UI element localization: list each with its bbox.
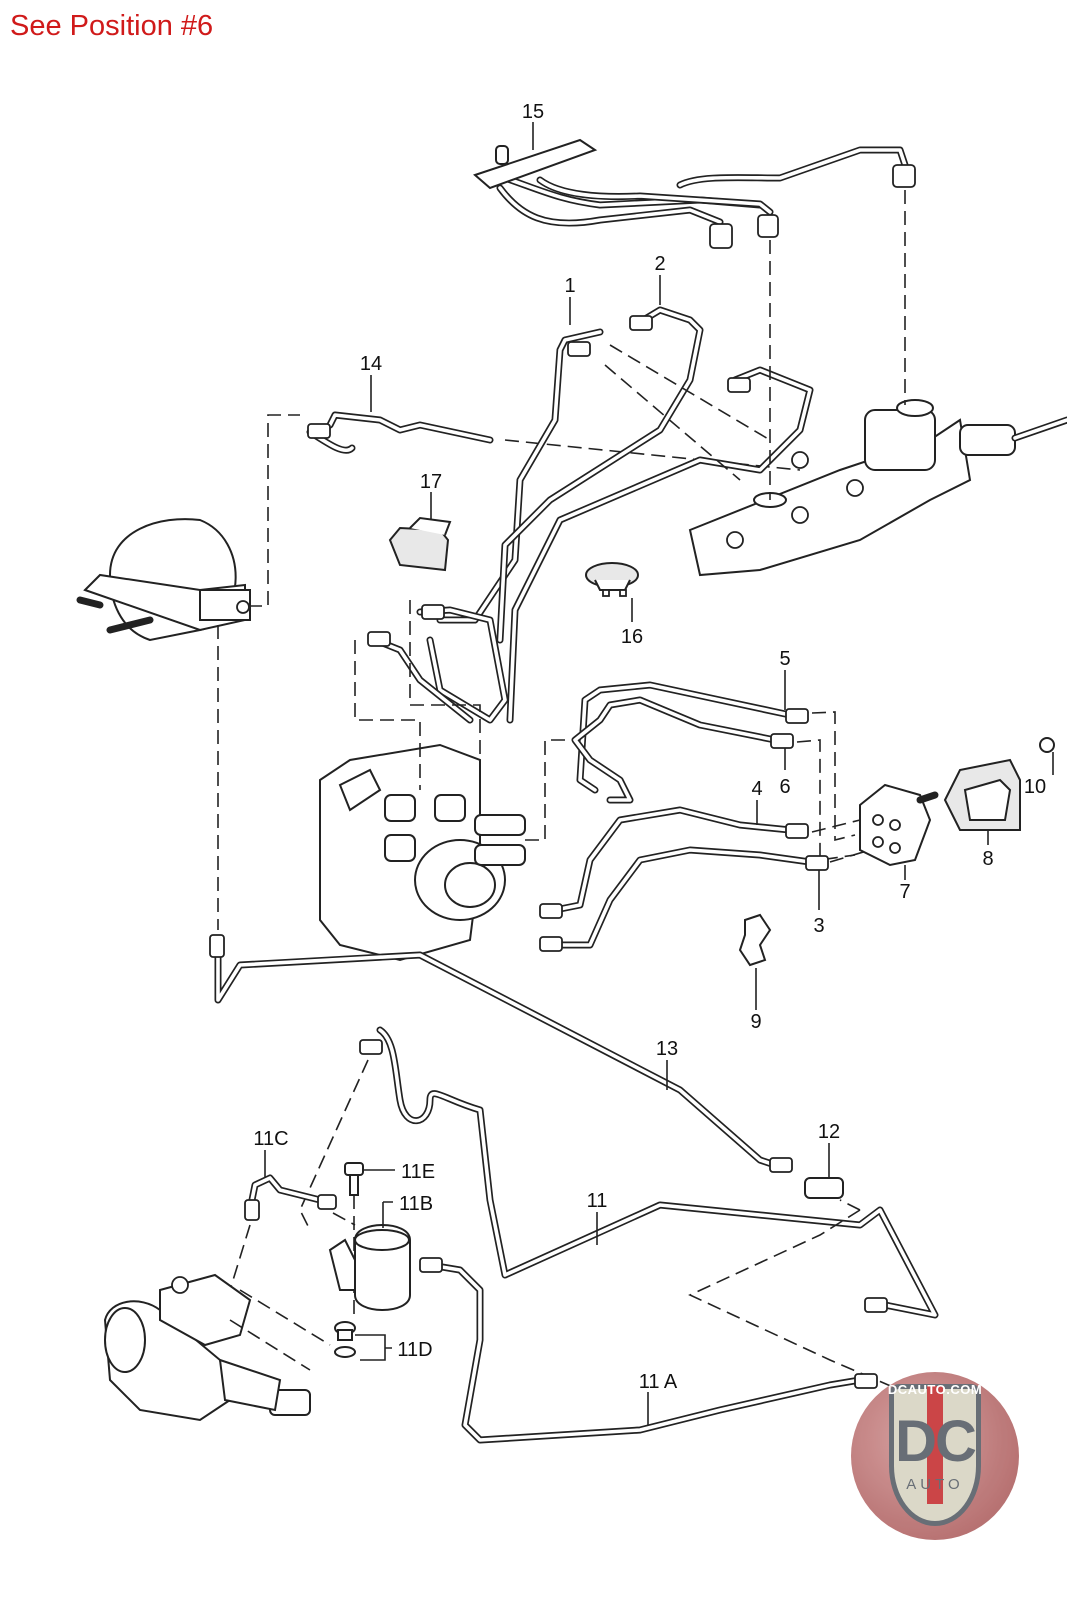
- callout-15[interactable]: 15: [522, 101, 544, 123]
- callout-3[interactable]: 3: [813, 915, 824, 937]
- part-2-brake-line[interactable]: [496, 306, 704, 644]
- callout-11[interactable]: 11: [587, 1190, 608, 1212]
- pump-motor[interactable]: [103, 1273, 311, 1422]
- part-11a-brake-line[interactable]: [419, 1257, 878, 1444]
- callout-17[interactable]: 17: [420, 471, 442, 493]
- leader-dash: [332, 1212, 356, 1226]
- logo-sub-text: AUTO: [906, 1476, 964, 1493]
- callout-labels: 15 1 2 14 17 16 5 6 4 10 8 7 3 9 13 12 1…: [253, 101, 1046, 1393]
- part-11d-plug-washer[interactable]: [334, 1321, 356, 1358]
- callout-10[interactable]: 10: [1024, 776, 1046, 798]
- logo-stripe: [927, 1386, 943, 1504]
- leader-dash: [248, 414, 300, 607]
- callout-9[interactable]: 9: [750, 1011, 761, 1033]
- leader-dash: [409, 600, 481, 790]
- callout-5[interactable]: 5: [779, 648, 790, 670]
- part-14-brake-line[interactable]: [306, 411, 494, 454]
- part-6-brake-line[interactable]: [571, 696, 794, 804]
- leader-dash: [354, 640, 421, 790]
- leader-dash: [520, 739, 565, 841]
- callout-2[interactable]: 2: [654, 253, 665, 275]
- part-11c-brake-line[interactable]: [244, 1174, 337, 1221]
- callout-4[interactable]: 4: [751, 778, 762, 800]
- callout-11b[interactable]: 11B: [399, 1193, 433, 1215]
- part-17-clip[interactable]: [388, 516, 452, 572]
- callout-8[interactable]: 8: [982, 848, 993, 870]
- callout-12[interactable]: 12: [818, 1121, 840, 1143]
- part-10-nut[interactable]: [1039, 737, 1055, 753]
- master-cylinder[interactable]: [688, 399, 1067, 577]
- callout-16[interactable]: 16: [621, 626, 643, 648]
- logo-site-text: DCAUTO.COM: [887, 1382, 983, 1397]
- leader-dash: [604, 364, 741, 481]
- part-11b-reservoir[interactable]: [328, 1224, 411, 1311]
- part-4-brake-line[interactable]: [539, 806, 809, 919]
- leader-dash: [504, 439, 801, 471]
- callout-13[interactable]: 13: [656, 1038, 678, 1060]
- callout-11d[interactable]: 11D: [397, 1339, 432, 1361]
- callout-1[interactable]: 1: [564, 275, 575, 297]
- leader-dash: [299, 1059, 369, 1231]
- leader-dash: [811, 819, 861, 833]
- leader-dash: [811, 711, 856, 842]
- abs-hydraulic-unit[interactable]: [319, 743, 526, 962]
- callout-11a[interactable]: 11 A: [639, 1371, 678, 1393]
- part-3-brake-line[interactable]: [539, 846, 829, 952]
- part-1-brake-line[interactable]: [436, 328, 604, 624]
- leader-dash: [688, 1209, 901, 1391]
- leader-dash: [796, 739, 856, 861]
- part-12-union[interactable]: [804, 1177, 844, 1199]
- callout-11c[interactable]: 11C: [253, 1128, 288, 1150]
- part-5-brake-line[interactable]: [576, 681, 809, 794]
- logo-mark-text: DC: [895, 1409, 977, 1474]
- leader-dash: [609, 344, 771, 441]
- part-11-brake-line[interactable]: [359, 1026, 939, 1319]
- part-7-valve[interactable]: [859, 783, 939, 867]
- part-15-manifold[interactable]: [473, 138, 916, 249]
- callout-14[interactable]: 14: [360, 353, 382, 375]
- part-13-brake-line[interactable]: [209, 934, 793, 1173]
- callout-7[interactable]: 7: [899, 881, 910, 903]
- part-9-clip[interactable]: [738, 913, 772, 967]
- pressure-accumulator[interactable]: [76, 518, 251, 642]
- leader-dash: [229, 1224, 251, 1291]
- see-position-note: See Position #6: [10, 10, 214, 42]
- dcauto-watermark-logo: DCAUTO.COM DC AUTO: [851, 1372, 1019, 1540]
- leader-dash: [839, 1199, 861, 1211]
- part-11e-bolt[interactable]: [344, 1162, 364, 1196]
- leader-dash: [229, 1319, 311, 1371]
- part-16-grommet[interactable]: [585, 562, 639, 597]
- callout-leaders: [264, 122, 1054, 1425]
- callout-11e[interactable]: 11E: [401, 1161, 435, 1183]
- leader-dash: [239, 1289, 331, 1346]
- part-8-gasket[interactable]: [943, 758, 1021, 831]
- callout-6[interactable]: 6: [779, 776, 790, 798]
